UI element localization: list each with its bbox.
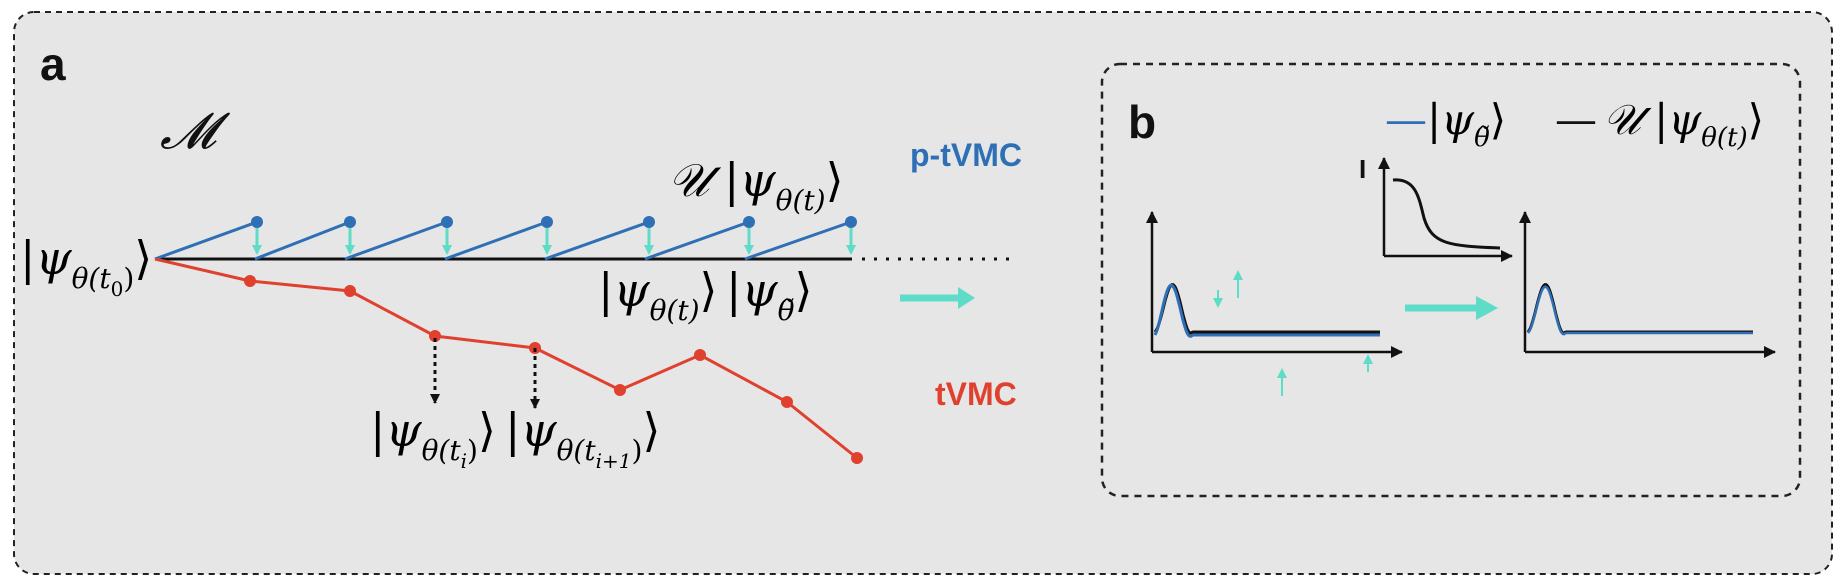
ptvmc-point <box>743 216 755 228</box>
ptvmc-step-line <box>254 220 351 261</box>
ket-initial: |ψθ(t0)⟩ <box>20 231 152 301</box>
panel-b-frame <box>1100 62 1802 498</box>
ptvmc-point <box>344 216 356 228</box>
outer-panel <box>13 11 1833 575</box>
legend-entry-target: —|ψθ̃⟩ <box>1385 95 1506 153</box>
ptvmc-point <box>643 216 655 228</box>
panel-b-label: b <box>1128 96 1156 148</box>
ket-ti: |ψθ(ti)⟩ <box>370 403 496 473</box>
inset-loss-curve <box>1392 178 1501 250</box>
ptvmc-label: p-tVMC <box>910 137 1022 173</box>
panel-a-label: a <box>40 38 66 90</box>
ptvmc-step-line <box>544 220 650 261</box>
ptvmc-point <box>441 216 453 228</box>
ket-evolved: 𝒰 |ψθ(t)⟩ <box>668 153 844 217</box>
ansatz-state-curve <box>1526 285 1753 336</box>
tvmc-point <box>344 285 356 297</box>
ansatz-state-curve <box>1153 283 1380 338</box>
tvmc-point <box>429 330 441 342</box>
ket-target: |ψθ̃⟩ <box>726 263 812 327</box>
ptvmc-point <box>541 216 553 228</box>
ket-ti1: |ψθ(ti+1)⟩ <box>505 403 660 473</box>
ptvmc-trajectory <box>154 216 857 261</box>
ptvmc-step-line <box>644 220 750 261</box>
ket-current: |ψθ(t)⟩ <box>598 263 718 327</box>
optimization-arrow-head <box>1476 296 1498 320</box>
ptvmc-step-line <box>444 220 548 261</box>
ptvmc-step-line <box>344 220 448 261</box>
transition-arrow-head <box>958 287 975 309</box>
legend-entry-evolved: —𝒰 |ψθ(t)⟩ <box>1555 95 1764 153</box>
tvmc-point <box>614 384 626 396</box>
ptvmc-point <box>845 216 857 228</box>
tvmc-point <box>781 396 793 408</box>
ptvmc-point <box>251 216 263 228</box>
tvmc-point <box>694 349 706 361</box>
inset-ylabel: I <box>1359 154 1366 184</box>
left-plot-curves <box>1153 270 1380 396</box>
ptvmc-step-line <box>154 220 258 261</box>
evolved-state-curve <box>1153 283 1380 335</box>
tvmc-point <box>851 452 863 464</box>
tvmc-point <box>244 275 256 287</box>
tvmc-label: tVMC <box>935 376 1017 412</box>
right-plot-curves <box>1526 283 1753 336</box>
ptvmc-step-line <box>744 220 852 261</box>
